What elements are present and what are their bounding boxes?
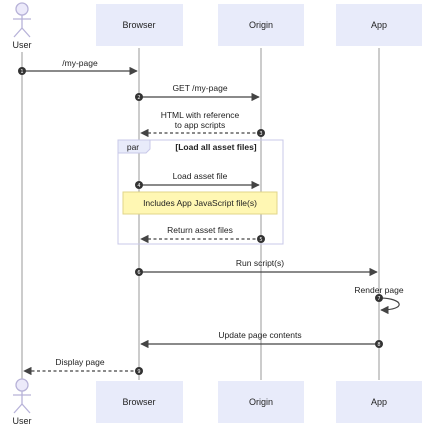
- message-7: Render page 7: [354, 285, 404, 315]
- message-1-label: /my-page: [62, 58, 98, 68]
- message-5-number: 5: [259, 237, 262, 243]
- message-9: Display page 9: [23, 357, 143, 376]
- message-2-label: GET /my-page: [172, 83, 227, 93]
- par-condition-label: [Load all asset files]: [175, 142, 256, 152]
- message-3-number: 3: [259, 131, 262, 137]
- actor-origin-top: Origin: [218, 4, 304, 46]
- message-1: /my-page 1: [18, 58, 138, 76]
- message-4-number: 4: [137, 183, 140, 189]
- message-5: Return asset files 5: [140, 225, 265, 244]
- message-2-number: 2: [137, 95, 140, 101]
- par-tag-label: par: [127, 142, 139, 152]
- actor-label-browser-bottom: Browser: [122, 397, 155, 407]
- actor-label-app-top: App: [371, 20, 387, 30]
- message-7-label: Render page: [354, 285, 403, 295]
- actor-label-browser-top: Browser: [122, 20, 155, 30]
- actor-browser-top: Browser: [96, 4, 183, 46]
- user-icon: [15, 378, 29, 392]
- message-4-label: Load asset file: [173, 171, 228, 181]
- message-9-number: 9: [137, 369, 140, 375]
- message-1-number: 1: [20, 69, 23, 75]
- message-9-label: Display page: [55, 357, 104, 367]
- message-7-number: 7: [377, 296, 380, 302]
- message-3-label-line2: to app scripts: [175, 120, 226, 130]
- actor-label-user-top: User: [12, 40, 31, 50]
- message-6: Run script(s) 6: [135, 258, 378, 277]
- note-text: Includes App JavaScript file(s): [143, 198, 257, 208]
- message-6-label: Run script(s): [236, 258, 284, 268]
- message-2: GET /my-page 2: [135, 83, 260, 102]
- actor-label-origin-bottom: Origin: [249, 397, 273, 407]
- user-icon: [15, 2, 29, 16]
- actor-label-app-bottom: App: [371, 397, 387, 407]
- message-8-number: 8: [377, 342, 380, 348]
- par-block: par [Load all asset files]: [117, 139, 284, 245]
- actor-browser-bottom: Browser: [96, 381, 183, 423]
- message-3-label-line1: HTML with reference: [161, 110, 240, 120]
- message-8-label: Update page contents: [218, 330, 301, 340]
- actor-user-bottom: User: [12, 378, 32, 426]
- note: Includes App JavaScript file(s): [122, 191, 278, 215]
- actor-app-bottom: App: [336, 381, 422, 423]
- actor-user-top: User: [12, 2, 32, 50]
- actor-app-top: App: [336, 4, 422, 46]
- message-6-number: 6: [137, 270, 140, 276]
- message-4: Load asset file 4: [135, 171, 260, 190]
- actor-label-user-bottom: User: [12, 416, 31, 426]
- actor-label-origin-top: Origin: [249, 20, 273, 30]
- actor-origin-bottom: Origin: [218, 381, 304, 423]
- message-3: HTML with reference to app scripts 3: [140, 110, 265, 138]
- message-5-label: Return asset files: [167, 225, 233, 235]
- message-8: Update page contents 8: [140, 330, 383, 349]
